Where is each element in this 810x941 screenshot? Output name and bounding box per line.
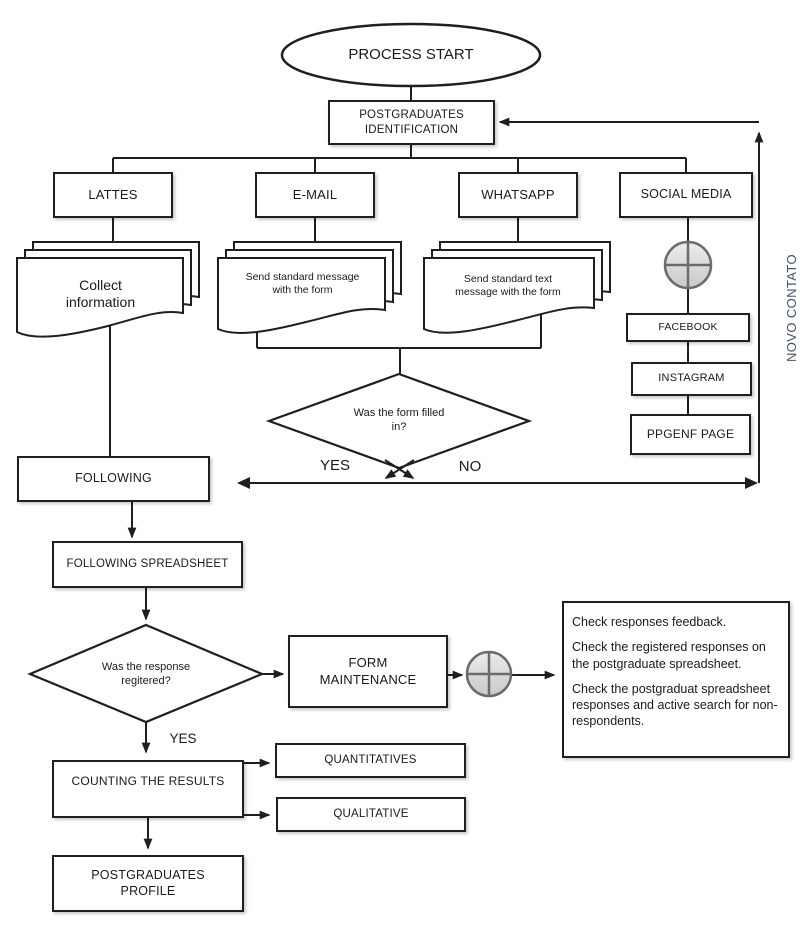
collect-information-label: Collect information xyxy=(65,276,136,311)
node-label: SOCIAL MEDIA xyxy=(640,187,732,202)
node-label: E-MAIL xyxy=(292,186,338,202)
node-label: POSTGRADUATES IDENTIFICATION xyxy=(359,109,464,136)
note-line: Check the postgraduat spreadsheet respon… xyxy=(572,681,778,729)
note-line: Check the registered responses on the po… xyxy=(572,640,766,671)
node-ppgenf-page: PPGENF PAGE xyxy=(630,414,751,455)
process-start-ellipse xyxy=(280,22,542,88)
node-label: FOLLOWING xyxy=(75,471,152,486)
lower-flow-arrows xyxy=(127,502,556,850)
check-notes-box: Check responses feedback. Check the regi… xyxy=(562,601,790,758)
form-filled-question: Was the form filled in? xyxy=(353,407,445,433)
node-whatsapp: WHATSAPP xyxy=(458,172,578,218)
process-start-label: PROCESS START xyxy=(348,45,474,63)
yes2-branch-label: YES xyxy=(169,730,197,746)
node-label: INSTAGRAM xyxy=(658,372,725,385)
node-label: FACEBOOK xyxy=(658,320,718,333)
node-label: POSTGRADUATES PROFILE xyxy=(91,867,205,898)
node-social-media: SOCIAL MEDIA xyxy=(619,172,753,218)
node-email: E-MAIL xyxy=(255,172,375,218)
node-label: PPGENF PAGE xyxy=(646,427,735,441)
node-label: FORM MAINTENANCE xyxy=(319,655,417,687)
node-postgraduates-identification: POSTGRADUATES IDENTIFICATION xyxy=(328,100,495,145)
node-following: FOLLOWING xyxy=(17,456,210,502)
node-label: COUNTING THE RESULTS xyxy=(71,773,225,788)
response-registered-question: Was the response regitered? xyxy=(101,661,191,687)
node-label: QUALITATIVE xyxy=(333,808,409,821)
node-facebook: FACEBOOK xyxy=(626,313,750,342)
yes-branch-label: YES xyxy=(319,456,350,474)
node-counting-the-results: COUNTING THE RESULTS xyxy=(52,760,244,818)
whatsapp-message-label: Send standard text message with the form xyxy=(455,272,561,298)
yes-no-rail xyxy=(237,477,758,489)
node-label: QUANTITATIVES xyxy=(324,754,417,767)
node-qualitative: QUALITATIVE xyxy=(276,797,466,832)
node-following-spreadsheet: FOLLOWING SPREADSHEET xyxy=(52,541,243,588)
node-label: WHATSAPP xyxy=(481,186,555,202)
node-quantitatives: QUANTITATIVES xyxy=(275,743,466,778)
node-label: FOLLOWING SPREADSHEET xyxy=(66,558,229,571)
node-instagram: INSTAGRAM xyxy=(631,362,752,396)
social-or-connector-icon xyxy=(663,240,713,290)
no-branch-label: NO xyxy=(458,457,482,475)
node-postgraduates-profile: POSTGRADUATES PROFILE xyxy=(52,855,244,912)
node-lattes: LATTES xyxy=(53,172,173,218)
decision-cross-arrows xyxy=(384,459,415,479)
maintenance-or-connector-icon xyxy=(465,650,513,698)
email-message-label: Send standard message with the form xyxy=(245,270,360,296)
node-form-maintenance: FORM MAINTENANCE xyxy=(288,635,448,708)
node-label: LATTES xyxy=(88,186,138,202)
novo-contato-label: NOVO CONTATO xyxy=(783,253,799,363)
note-line: Check responses feedback. xyxy=(572,615,727,629)
